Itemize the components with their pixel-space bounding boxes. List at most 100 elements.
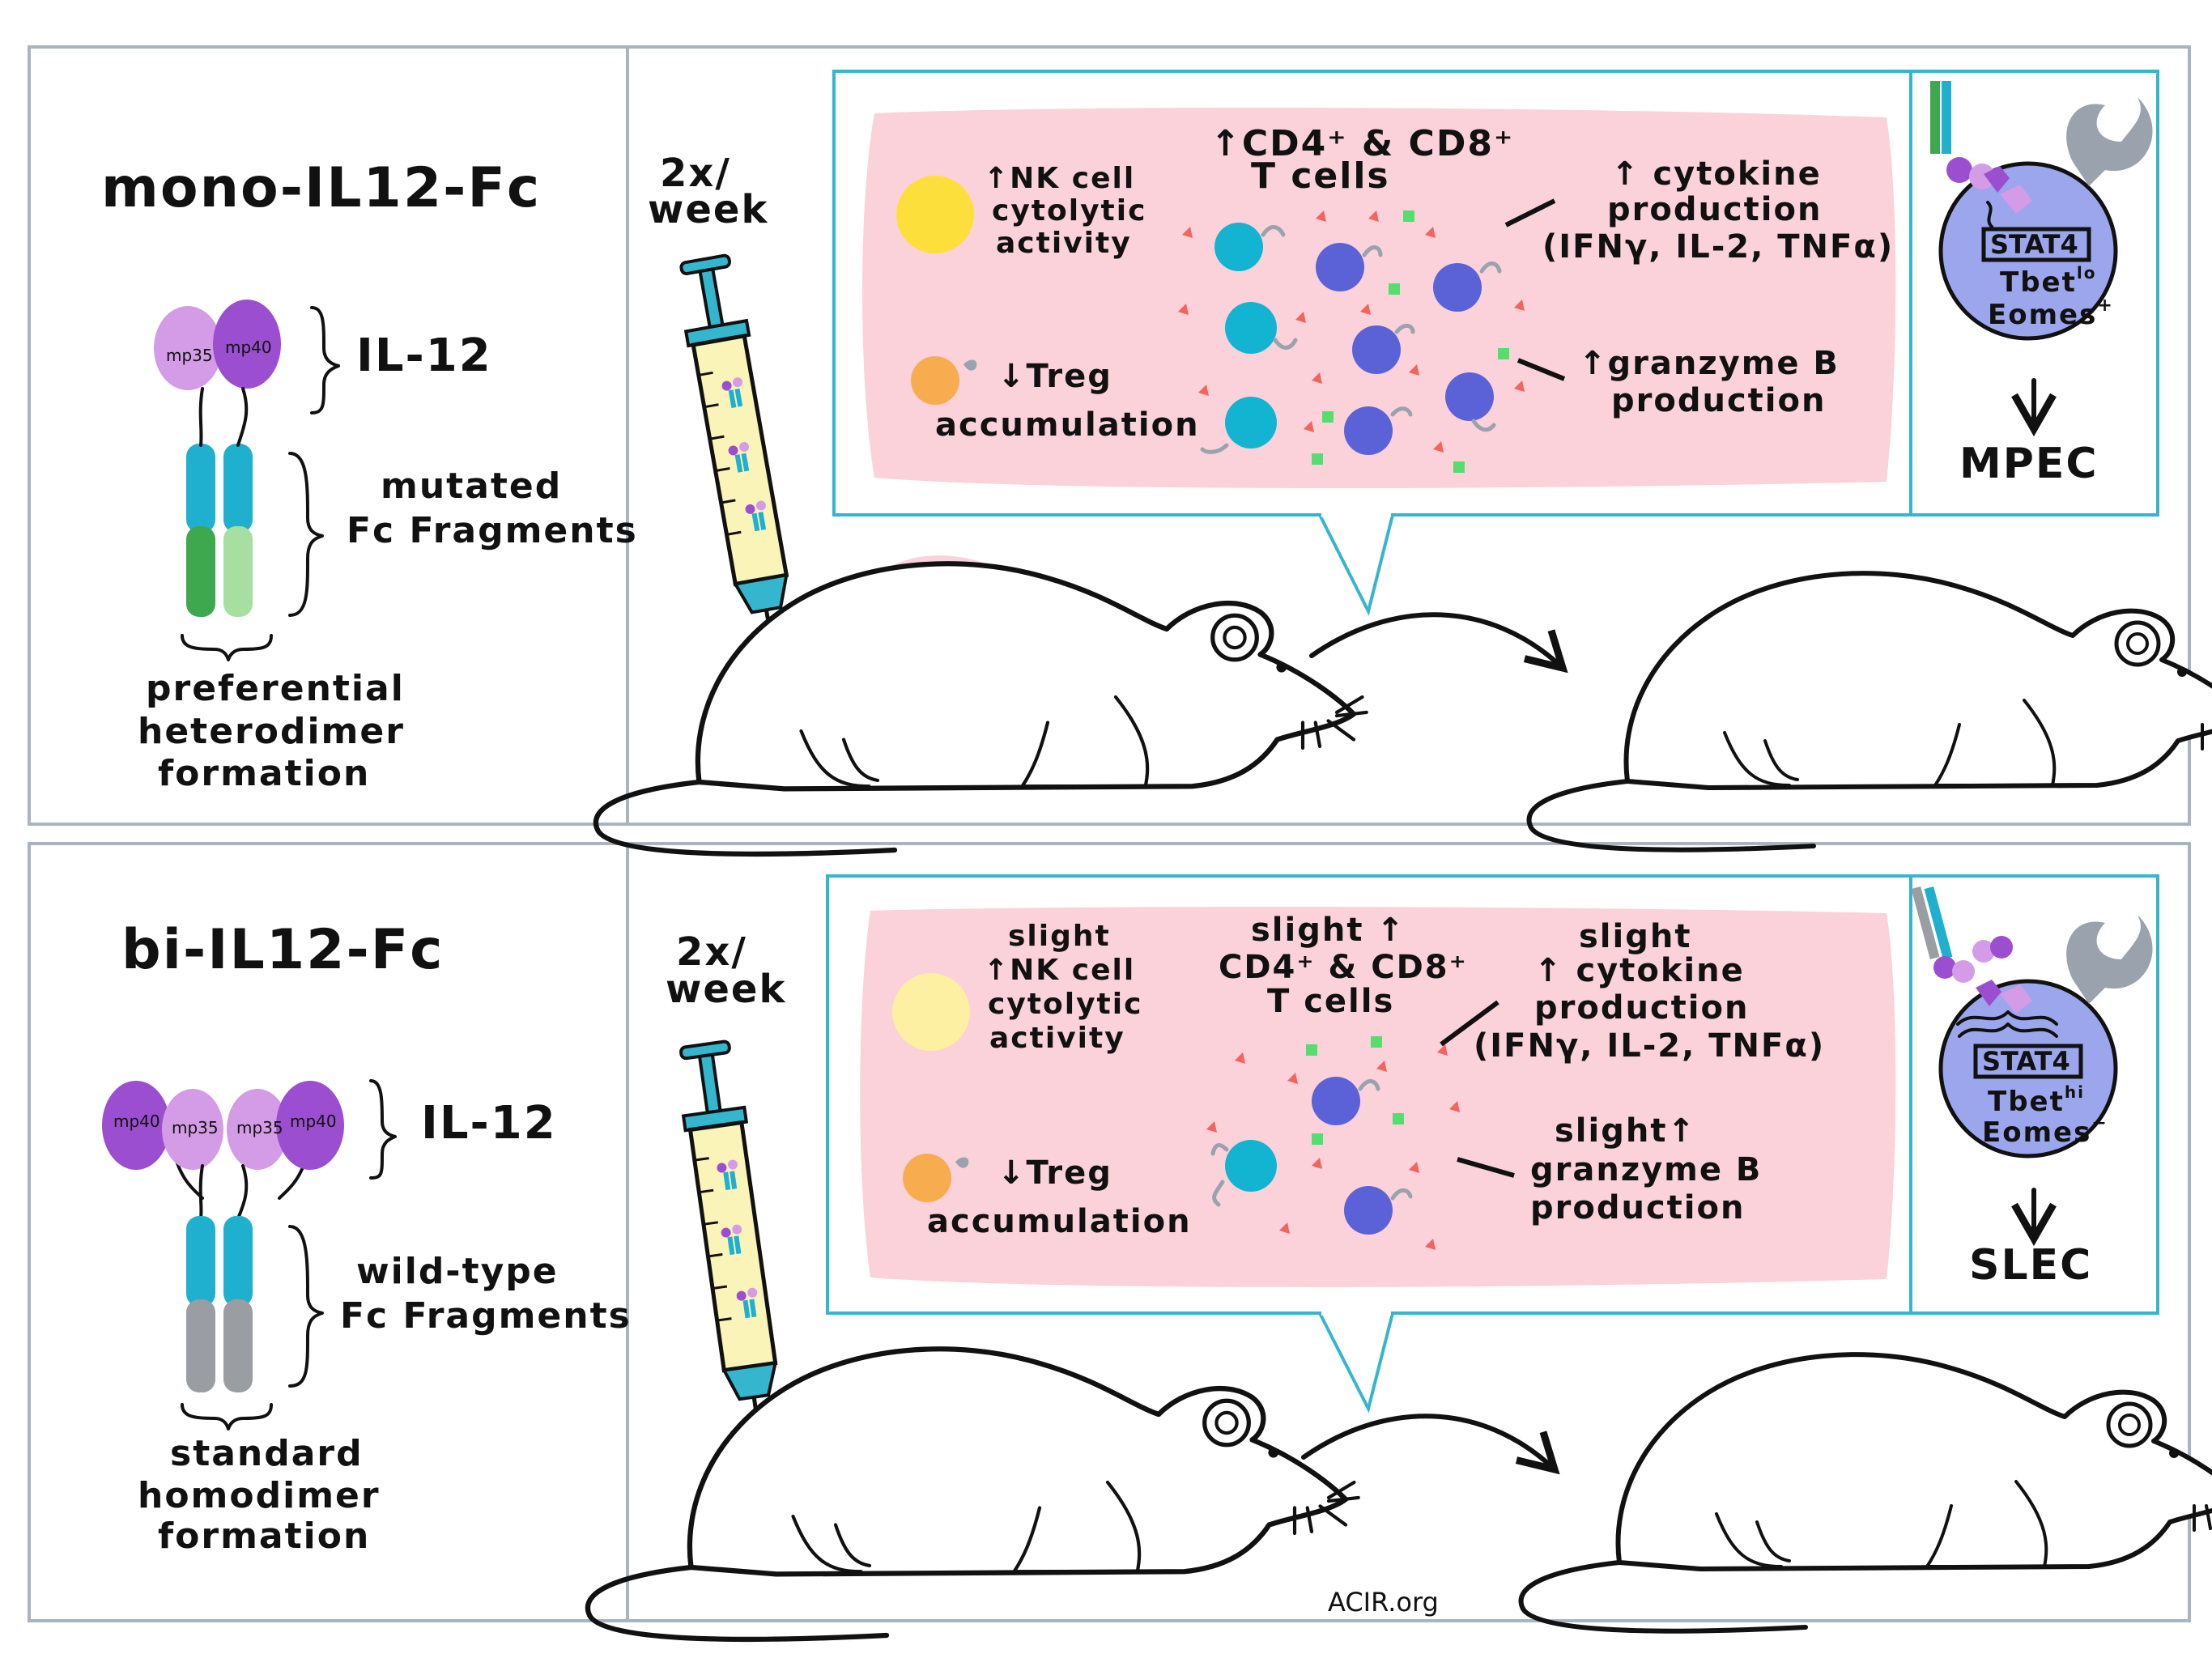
bottom-granzyme-1: granzyme B xyxy=(1530,1151,1762,1188)
cd8-cell xyxy=(1225,1140,1277,1192)
cd4-cell xyxy=(1312,1077,1360,1125)
mp40-label-left: mp40 xyxy=(113,1112,160,1131)
bottom-cytokine-0: slight xyxy=(1579,918,1691,955)
bottom-fc-label-2: Fc Fragments xyxy=(340,1295,632,1337)
top-pink-region xyxy=(862,108,1896,489)
mp35-label-left: mp35 xyxy=(172,1118,219,1137)
bottom-nk-1: ↑NK cell xyxy=(984,954,1135,987)
cd8-cell xyxy=(1225,397,1277,449)
bottom-panel-frame xyxy=(28,842,2191,1622)
mp35-subunit xyxy=(154,306,222,390)
top-formation-3: formation xyxy=(158,753,370,794)
top-nk-2: cytolytic xyxy=(992,194,1146,227)
credit-text: ACIR.org xyxy=(1328,1587,1439,1618)
top-dose-line1: 2x/ xyxy=(660,151,731,196)
treg-cell-bottom xyxy=(903,1154,951,1202)
bottom-molecule-title: bi-IL12-Fc xyxy=(121,918,444,982)
mp35-subunit xyxy=(162,1089,223,1170)
bottom-nk-2: cytolytic xyxy=(988,988,1142,1021)
bottom-treg-1: ↓Treg xyxy=(998,1154,1112,1192)
bottom-mouse-before xyxy=(588,1341,1359,1639)
fc-chain-a-top xyxy=(186,1216,215,1307)
bottom-nk-3: activity xyxy=(989,1022,1125,1055)
bottom-tcell-2: T cells xyxy=(1267,983,1394,1020)
bottom-syringe xyxy=(679,1039,778,1494)
bottom-cytokine-3: (IFNγ, IL-2, TNFα) xyxy=(1474,1027,1825,1065)
fc-chain-b-bottom xyxy=(223,526,253,617)
top-molecule-title: mono-IL12-Fc xyxy=(101,156,541,220)
fc-chain-b-bottom xyxy=(223,1299,253,1392)
top-nk-1: ↑NK cell xyxy=(984,162,1135,195)
top-timeline-arrow xyxy=(1309,612,1568,674)
fc-brace xyxy=(288,452,324,617)
bottom-eomes: Eomes xyxy=(1982,1116,2091,1149)
mp40-subunit xyxy=(213,300,281,389)
top-cytokine-2: production xyxy=(1607,191,1822,228)
bottom-dose-line1: 2x/ xyxy=(676,929,747,975)
il12-brace xyxy=(310,306,340,414)
bottom-mouse-after xyxy=(1521,1354,2212,1631)
top-eomes-sup: + xyxy=(2097,295,2113,316)
bottom-molecule-section: bi-IL12-Fc mp40 mp35 mp35 mp40 IL-12 wil… xyxy=(102,918,632,1557)
bottom-tcell-cluster xyxy=(1206,1036,1460,1250)
bottom-tcell-1: CD4⁺ & CD8⁺ xyxy=(1219,949,1468,986)
mp35-subunit xyxy=(227,1089,288,1170)
bottom-granzyme-0: slight↑ xyxy=(1555,1112,1696,1150)
top-tcell-2: T cells xyxy=(1251,155,1390,197)
fc-chain-b-top xyxy=(223,444,253,533)
top-tcell-1: ↑CD4⁺ & CD8⁺ xyxy=(1210,123,1514,164)
top-cell-signaling: STAT4 Tbetlo Eomes+ MPEC xyxy=(1930,81,2153,488)
bottom-tbet: Tbet xyxy=(1988,1086,2065,1118)
bottom-timeline-arrow xyxy=(1301,1414,1560,1475)
top-dose-line2: week xyxy=(648,187,768,232)
top-fc-label-2: Fc Fragments xyxy=(347,510,638,551)
cd4-cell xyxy=(1445,372,1494,421)
bottom-formation-3: formation xyxy=(158,1516,370,1557)
top-tbet-sup: lo xyxy=(2077,263,2097,283)
fc-chain-a-bottom xyxy=(186,1299,215,1392)
top-granzyme-2: production xyxy=(1611,382,1826,419)
top-fc-label-1: mutated xyxy=(381,466,562,507)
nk-cell-top xyxy=(896,176,974,253)
cd4-cell xyxy=(1433,263,1482,312)
formation-brace xyxy=(181,634,273,661)
cd8-cell xyxy=(1225,302,1277,354)
receptor-hook-icon xyxy=(2066,97,2153,186)
mp35-label-right: mp35 xyxy=(236,1118,283,1137)
bottom-dose-line2: week xyxy=(666,967,786,1012)
top-treg-1: ↓Treg xyxy=(998,358,1112,395)
top-dosing-section: 2x/ week xyxy=(648,151,789,706)
svg-text:Eomes−: Eomes− xyxy=(1982,1113,2108,1149)
top-panel-frame xyxy=(28,45,2191,826)
treg-cell-top xyxy=(911,356,959,405)
bottom-tcell-0: slight ↑ xyxy=(1251,912,1406,949)
bottom-dosing-section: 2x/ week xyxy=(666,929,786,1494)
top-tcell-large xyxy=(1938,161,2118,341)
bottom-outcome: SLEC xyxy=(1969,1241,2092,1290)
cd4-cell xyxy=(1316,243,1364,291)
cd4-cell xyxy=(1344,1186,1393,1235)
receptor-hook-icon xyxy=(2066,915,2153,1004)
top-cytokine-1: ↑ cytokine xyxy=(1611,155,1822,193)
bottom-pink-region xyxy=(860,907,1896,1287)
mp35-label: mp35 xyxy=(166,346,213,365)
top-mouse-after xyxy=(1529,573,2212,850)
top-syringe xyxy=(679,253,789,706)
mp40-subunit xyxy=(276,1081,344,1170)
bottom-tbet-sup: hi xyxy=(2065,1082,2085,1102)
svg-text:Tbethi: Tbethi xyxy=(1988,1082,2085,1118)
bottom-treg-2: accumulation xyxy=(927,1203,1192,1240)
bottom-nk-0: slight xyxy=(1008,920,1111,953)
bottom-stat4-label: STAT4 xyxy=(1982,1046,2070,1077)
fc-brace xyxy=(288,1225,324,1388)
svg-text:Tbetlo: Tbetlo xyxy=(2000,263,2096,299)
mp40-subunit xyxy=(102,1081,170,1170)
bottom-cell-signaling: STAT4 Tbethi Eomes− SLEC xyxy=(1911,886,2153,1290)
top-outcome: MPEC xyxy=(1959,440,2099,488)
fc-chain-a-bottom xyxy=(186,526,215,617)
top-formation-1: preferential xyxy=(146,668,405,709)
bottom-formation-2: homodimer xyxy=(138,1475,381,1516)
top-cytokine-3: (IFNγ, IL-2, TNFα) xyxy=(1542,228,1894,266)
top-mouse-before xyxy=(596,555,1367,853)
